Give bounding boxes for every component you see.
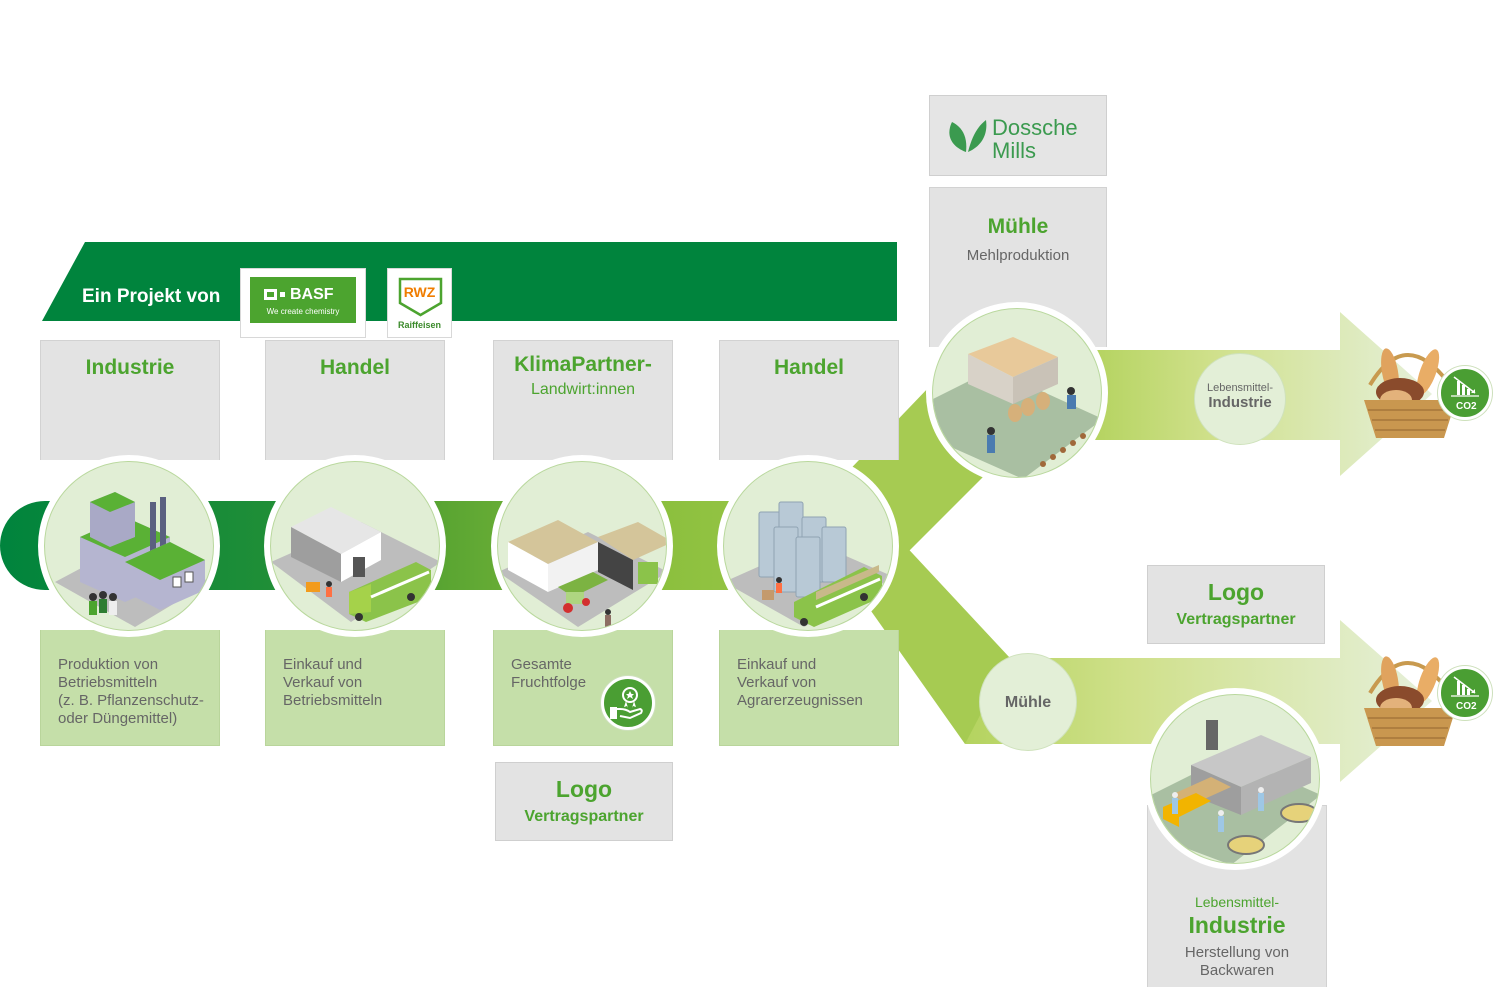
co2-reduction-icon: CO2: [1438, 666, 1492, 720]
rwz-tagline: Raiffeisen: [397, 320, 441, 330]
rwz-name: RWZ: [403, 284, 436, 300]
co2-reduction-icon: CO2: [1438, 366, 1492, 420]
silos-illustration: [723, 461, 893, 631]
stage-description: Einkauf und Verkauf von Betriebsmitteln: [283, 656, 383, 709]
banner-label: Ein Projekt von: [82, 286, 221, 307]
node-muehle: Mühle: [979, 653, 1077, 751]
dossche-mills-logo[interactable]: Dossche Mills: [929, 95, 1107, 176]
bread-basket-icon: [1358, 638, 1462, 750]
co2-label: CO2: [1456, 701, 1477, 712]
logo-subtitle: Vertragspartner: [1176, 611, 1296, 628]
stage-description: Produktion von Betriebsmitteln (z. B. Pf…: [58, 656, 204, 727]
warehouse-illustration: [270, 461, 440, 631]
stage-title: Mühle: [987, 215, 1049, 238]
stage-subtitle: Mehlproduktion: [966, 247, 1070, 264]
node-prefix: Lebensmittel-: [1206, 382, 1274, 394]
stage-title: KlimaPartner-: [514, 353, 652, 376]
award-hand-icon: [601, 676, 655, 730]
stage-description: Einkauf und Verkauf von Agrarerzeugnisse…: [737, 656, 863, 709]
stage-description: Gesamte Fruchtfolge: [511, 656, 587, 691]
stage-title: Handel: [773, 356, 844, 379]
basf-dot-icon: [280, 292, 285, 297]
node-title: Industrie: [1208, 394, 1272, 411]
node-title: Mühle: [1004, 694, 1052, 711]
bakery-illustration: [1150, 694, 1320, 864]
stage-title: Handel: [319, 356, 390, 379]
logo-title: Logo: [555, 776, 613, 802]
rwz-logo[interactable]: RWZ Raiffeisen: [387, 268, 452, 338]
co2-label: CO2: [1456, 401, 1477, 412]
rwz-shield-icon: [398, 277, 443, 317]
factory-illustration: [44, 461, 214, 631]
logo-subtitle: Vertragspartner: [524, 808, 644, 825]
partner-logo-placeholder-2[interactable]: Logo Vertragspartner: [1147, 565, 1325, 644]
dossche-line2: Mills: [992, 138, 1036, 163]
logo-title: Logo: [1207, 579, 1265, 605]
dossche-line1: Dossche: [992, 115, 1078, 140]
node-lebensmittel-industrie: Lebensmittel- Industrie: [1194, 353, 1286, 445]
stage-subtitle: Landwirt:innen: [530, 381, 636, 398]
farm-illustration: [497, 461, 667, 631]
stage-title: Industrie: [85, 356, 175, 379]
basf-logo[interactable]: BASF We create chemistry: [240, 268, 366, 338]
stage-title: Industrie: [1188, 912, 1286, 938]
basf-tagline: We create chemistry: [266, 307, 340, 316]
stage-description: Herstellung von Backwaren: [1184, 944, 1290, 979]
basf-square-icon: [264, 289, 277, 300]
mill-illustration: [932, 308, 1102, 478]
basf-name: BASF: [290, 286, 334, 303]
partner-logo-placeholder-1[interactable]: Logo Vertragspartner: [495, 762, 673, 841]
bread-basket-icon: [1358, 330, 1462, 442]
project-banner: [42, 242, 897, 321]
dossche-leaf-icon: [949, 120, 987, 152]
stage-prefix: Lebensmittel-: [1194, 894, 1280, 910]
